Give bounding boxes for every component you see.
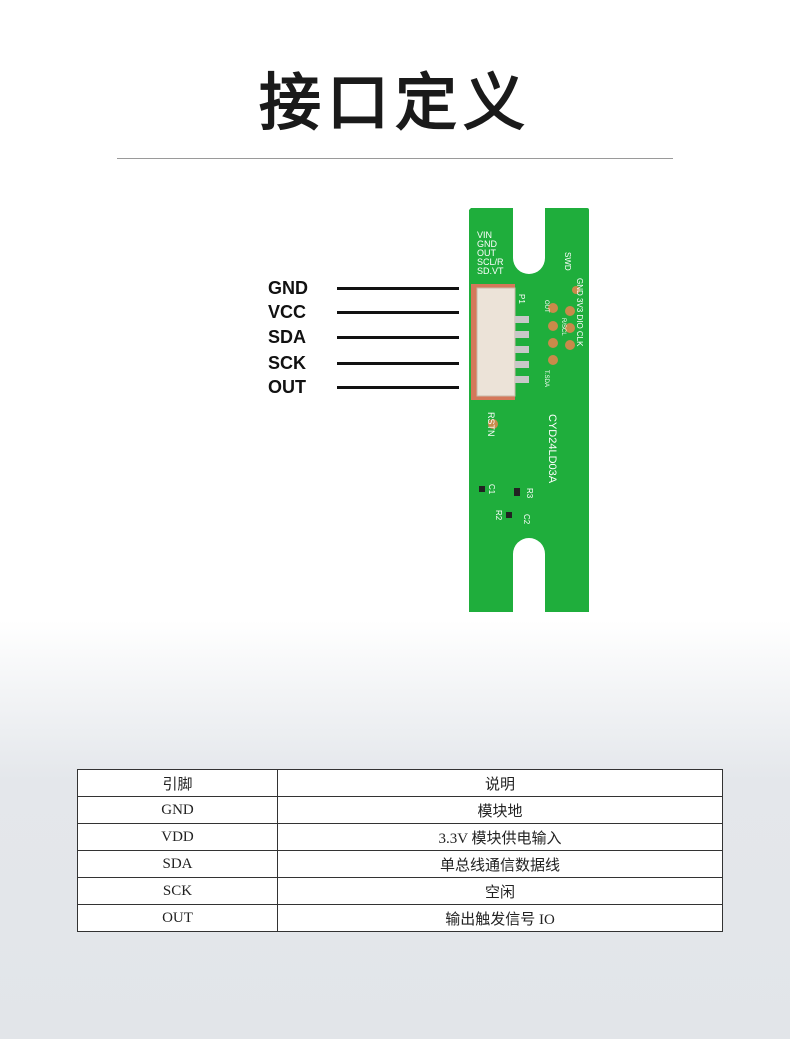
lead-line xyxy=(337,336,459,339)
pcb-silk-out: OUT xyxy=(477,248,497,258)
header-pin: 引脚 xyxy=(77,769,278,797)
cell-pin: SCK xyxy=(77,877,278,905)
pin-label-vcc: VCC xyxy=(268,302,307,322)
pcb-silk-swd: SWD xyxy=(563,252,572,271)
page-title: 接口定义 xyxy=(258,66,531,139)
cell-pin: VDD xyxy=(77,823,278,851)
pcb-silk-p1: P1 xyxy=(517,294,526,304)
pcb-silk-c2: C2 xyxy=(522,514,531,525)
cell-pin: OUT xyxy=(77,904,278,932)
pcb-silk-c1: C1 xyxy=(487,484,496,495)
lead-line xyxy=(337,311,459,314)
pcb-silk-sda: SD.VT xyxy=(477,266,504,276)
cell-description: 模块地 xyxy=(277,796,723,824)
lead-line xyxy=(337,362,459,365)
pcb-silk-scl: SCL/R xyxy=(477,257,504,267)
pcb-silk-gnd: GND xyxy=(477,239,498,249)
cell-description: 输出触发信号 IO xyxy=(277,904,723,932)
header-description: 说明 xyxy=(277,769,723,797)
lead-line xyxy=(337,287,459,290)
cell-description: 3.3V 模块供电输入 xyxy=(277,823,723,851)
pin-label-gnd: GND xyxy=(268,278,308,298)
cell-pin: SDA xyxy=(77,850,278,878)
divider xyxy=(117,158,673,159)
pcb-silk-pad-sda: T.SDA xyxy=(543,370,549,387)
pcb-silk-pad-out: OUT xyxy=(543,300,549,313)
pcb-silk-r3: R3 xyxy=(525,488,534,499)
cell-description: 单总线通信数据线 xyxy=(277,850,723,878)
pin-label-sck: SCK xyxy=(268,353,307,373)
table-header-row: 引脚说明 xyxy=(77,769,723,797)
pcb-board-image: VIN GND OUT SCL/R SD.VT P1 SWD GND 3V3 D… xyxy=(469,208,589,612)
pcb-silk-swd-pins: GND 3V3 DIO CLK xyxy=(575,278,584,347)
lead-line xyxy=(337,386,459,389)
pcb-silk-rstn: RSTN xyxy=(486,412,496,437)
pin-label-out: OUT xyxy=(268,377,306,397)
pin-label-sda: SDA xyxy=(268,327,307,347)
cell-pin: GND xyxy=(77,796,278,824)
pcb-silk-model: CYD24LD03A xyxy=(546,414,558,484)
cell-description: 空闲 xyxy=(277,877,723,905)
pcb-silk-r2: R2 xyxy=(494,510,503,521)
pcb-silk-pad-scl: R/SCL xyxy=(560,318,566,336)
pcb-silk-vin: VIN xyxy=(477,230,492,240)
